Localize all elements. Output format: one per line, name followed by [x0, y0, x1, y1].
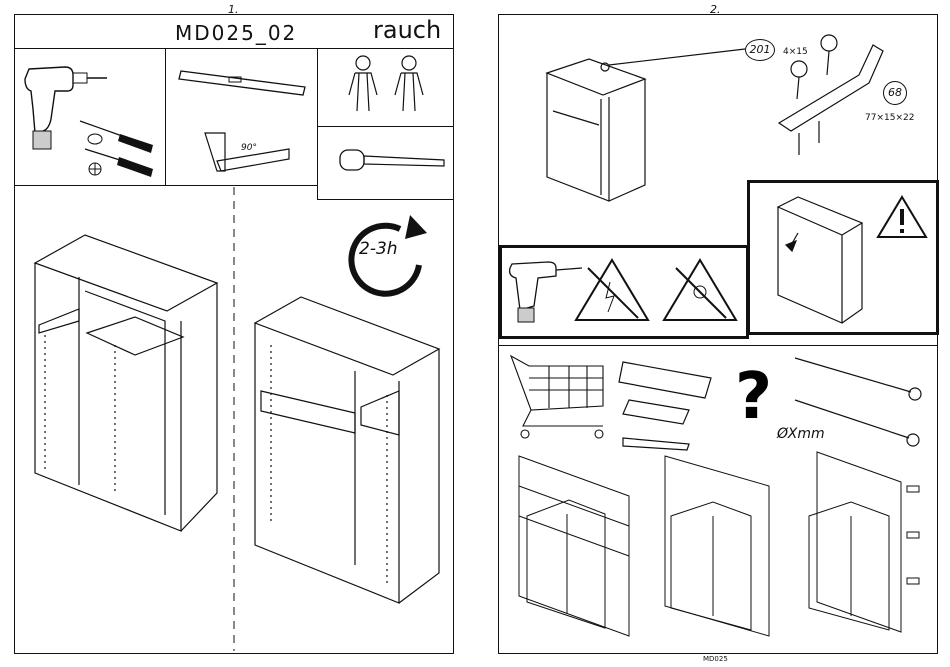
wardrobe-frame-right [15, 15, 453, 653]
no-pipes-icon [502, 248, 746, 338]
page-1: MD025_02 rauch 90° [14, 14, 454, 654]
tip-warning-box [747, 180, 939, 335]
page-2: 201 4×15 68 77×15×22 [498, 14, 938, 654]
part-68-badge: 68 [883, 81, 907, 105]
warning-icon [750, 183, 936, 333]
panel-wall-wardrobe [499, 346, 937, 646]
wall-types-section: ? ØXmm [499, 345, 937, 653]
footer-code: MD025 [703, 655, 728, 663]
drill-warning-box [499, 245, 749, 339]
part-68-size: 77×15×22 [865, 113, 914, 123]
